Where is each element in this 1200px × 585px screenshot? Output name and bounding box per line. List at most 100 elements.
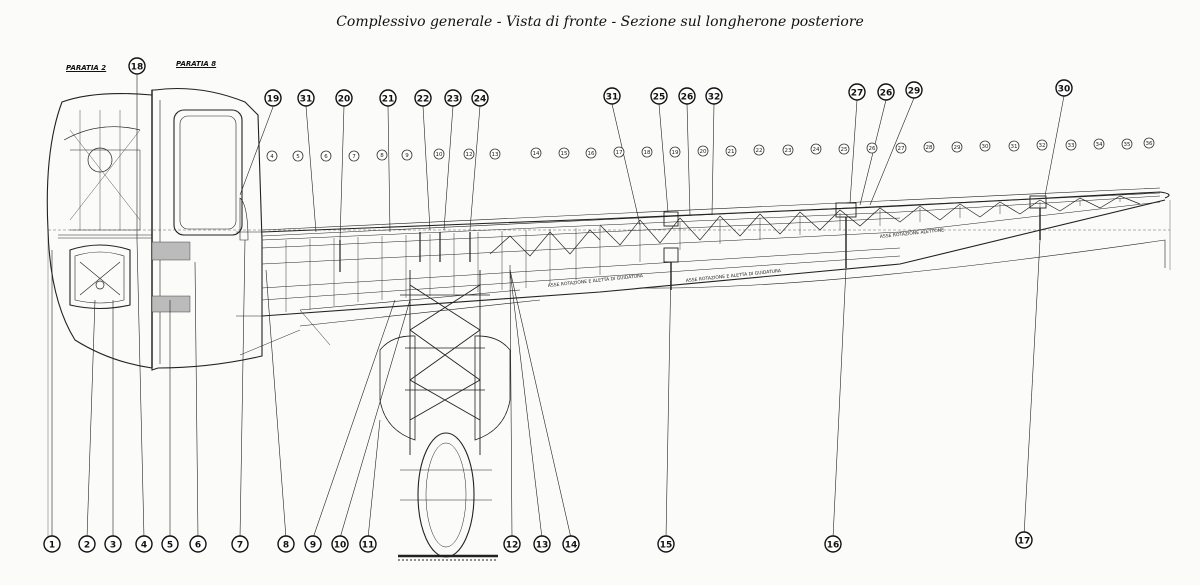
wing-station-markers: 4 5 6 7 8 9 10 12 13 14 15 16 17 18 19 2…	[266, 137, 1155, 162]
callout-marker: 32	[705, 87, 723, 105]
station-label: 9	[405, 153, 409, 159]
station-label: 31	[1011, 144, 1018, 150]
station-marker: 16	[585, 147, 597, 159]
station-marker: 5	[292, 150, 304, 162]
callout-number: 32	[708, 93, 721, 103]
station-marker: 13	[489, 148, 501, 160]
callout-number: 30	[1058, 85, 1071, 95]
station-marker: 27	[895, 142, 907, 154]
station-marker: 35	[1121, 138, 1133, 150]
station-marker: 25	[838, 143, 850, 155]
station-label: 13	[492, 152, 499, 158]
callout-marker: 24	[471, 89, 489, 107]
station-label: 25	[841, 147, 848, 153]
wing-truss-rear	[599, 195, 1141, 246]
station-label: 7	[352, 154, 356, 160]
callout-marker: 30	[1055, 79, 1073, 97]
top-callouts: 18 19 31 20 21 22 23 24 31 25 26 32 27 2…	[128, 57, 1073, 107]
station-label: 10	[436, 152, 443, 158]
callout-number: 24	[474, 95, 487, 105]
station-label: 6	[324, 154, 328, 160]
station-label: 4	[270, 154, 274, 160]
station-label: 15	[561, 151, 568, 157]
station-label: 14	[533, 151, 540, 157]
callout-number: 31	[606, 93, 619, 103]
callout-number: 13	[536, 541, 549, 551]
fuel-tank-section-lower	[151, 295, 191, 313]
station-marker: 8	[376, 149, 388, 161]
station-marker: 22	[753, 144, 765, 156]
station-marker: 9	[401, 149, 413, 161]
callout-marker: 3	[104, 535, 122, 553]
station-marker: 34	[1093, 138, 1105, 150]
station-label: 17	[616, 150, 623, 156]
callout-marker: 5	[161, 535, 179, 553]
station-marker: 7	[348, 150, 360, 162]
callout-marker: 18	[128, 57, 146, 75]
station-marker: 14	[530, 147, 542, 159]
callout-marker: 17	[1015, 531, 1033, 549]
station-marker: 28	[923, 141, 935, 153]
callout-number: 25	[653, 93, 666, 103]
callout-number: 2	[84, 541, 90, 551]
callout-number: 26	[681, 93, 694, 103]
leader-lines	[51, 75, 1065, 539]
station-marker: 10	[433, 148, 445, 160]
wing-truss-mid	[489, 229, 601, 257]
callout-number: 27	[851, 89, 864, 99]
station-marker: 24	[810, 143, 822, 155]
callout-marker: 27	[848, 83, 866, 101]
station-label: 29	[954, 145, 961, 151]
callout-marker: 19	[264, 89, 282, 107]
station-label: 21	[728, 149, 735, 155]
station-marker: 29	[951, 141, 963, 153]
callout-number: 10	[334, 541, 347, 551]
station-marker: 23	[782, 144, 794, 156]
landing-wheel	[417, 432, 475, 558]
callout-marker: 13	[533, 535, 551, 553]
wing-lower-skin	[261, 199, 1166, 317]
station-marker: 17	[613, 146, 625, 158]
callout-number: 4	[141, 541, 147, 551]
callout-number: 15	[660, 541, 673, 551]
callout-number: 6	[195, 541, 201, 551]
callout-number: 3	[110, 541, 116, 551]
callout-number: 14	[565, 541, 578, 551]
callout-number: 1	[49, 541, 55, 551]
callout-marker: 12	[503, 535, 521, 553]
callout-number: 18	[131, 63, 144, 73]
station-marker: 31	[1008, 140, 1020, 152]
station-label: 5	[296, 154, 300, 160]
station-marker: 21	[725, 145, 737, 157]
station-label: 23	[785, 148, 792, 154]
station-label: 20	[700, 149, 707, 155]
callout-marker: 21	[379, 89, 397, 107]
station-marker: 18	[641, 146, 653, 158]
station-label: 26	[869, 146, 876, 152]
callout-marker: 2	[78, 535, 96, 553]
axis-note: ASSE ROTAZIONE E ALETTA DI GUIDATURA	[548, 273, 645, 289]
station-label: 28	[926, 145, 933, 151]
drawing-title: Complessivo generale - Vista di fronte -…	[336, 14, 864, 30]
station-marker: 12	[463, 148, 475, 160]
station-label: 27	[898, 146, 905, 152]
axis-note: ASSE ROTAZIONE ALETTONE	[880, 227, 945, 240]
station-label: 19	[672, 150, 679, 156]
fuselage-nose-outline	[46, 92, 153, 369]
callout-number: 7	[237, 541, 243, 551]
station-label: 30	[982, 144, 989, 150]
station-label: 33	[1068, 143, 1075, 149]
frame-label-paratia-2: PARATIA 2	[66, 64, 107, 72]
station-label: 32	[1039, 143, 1046, 149]
callout-number: 11	[362, 541, 375, 551]
instrument-cluster	[87, 147, 113, 173]
callout-number: 23	[447, 95, 460, 105]
wing-upper-skin	[261, 191, 1170, 233]
callout-number: 19	[267, 95, 280, 105]
callout-marker: 7	[231, 535, 249, 553]
callout-marker: 22	[414, 89, 432, 107]
callout-number: 31	[300, 95, 313, 105]
callout-marker: 25	[650, 87, 668, 105]
callout-marker: 20	[335, 89, 353, 107]
